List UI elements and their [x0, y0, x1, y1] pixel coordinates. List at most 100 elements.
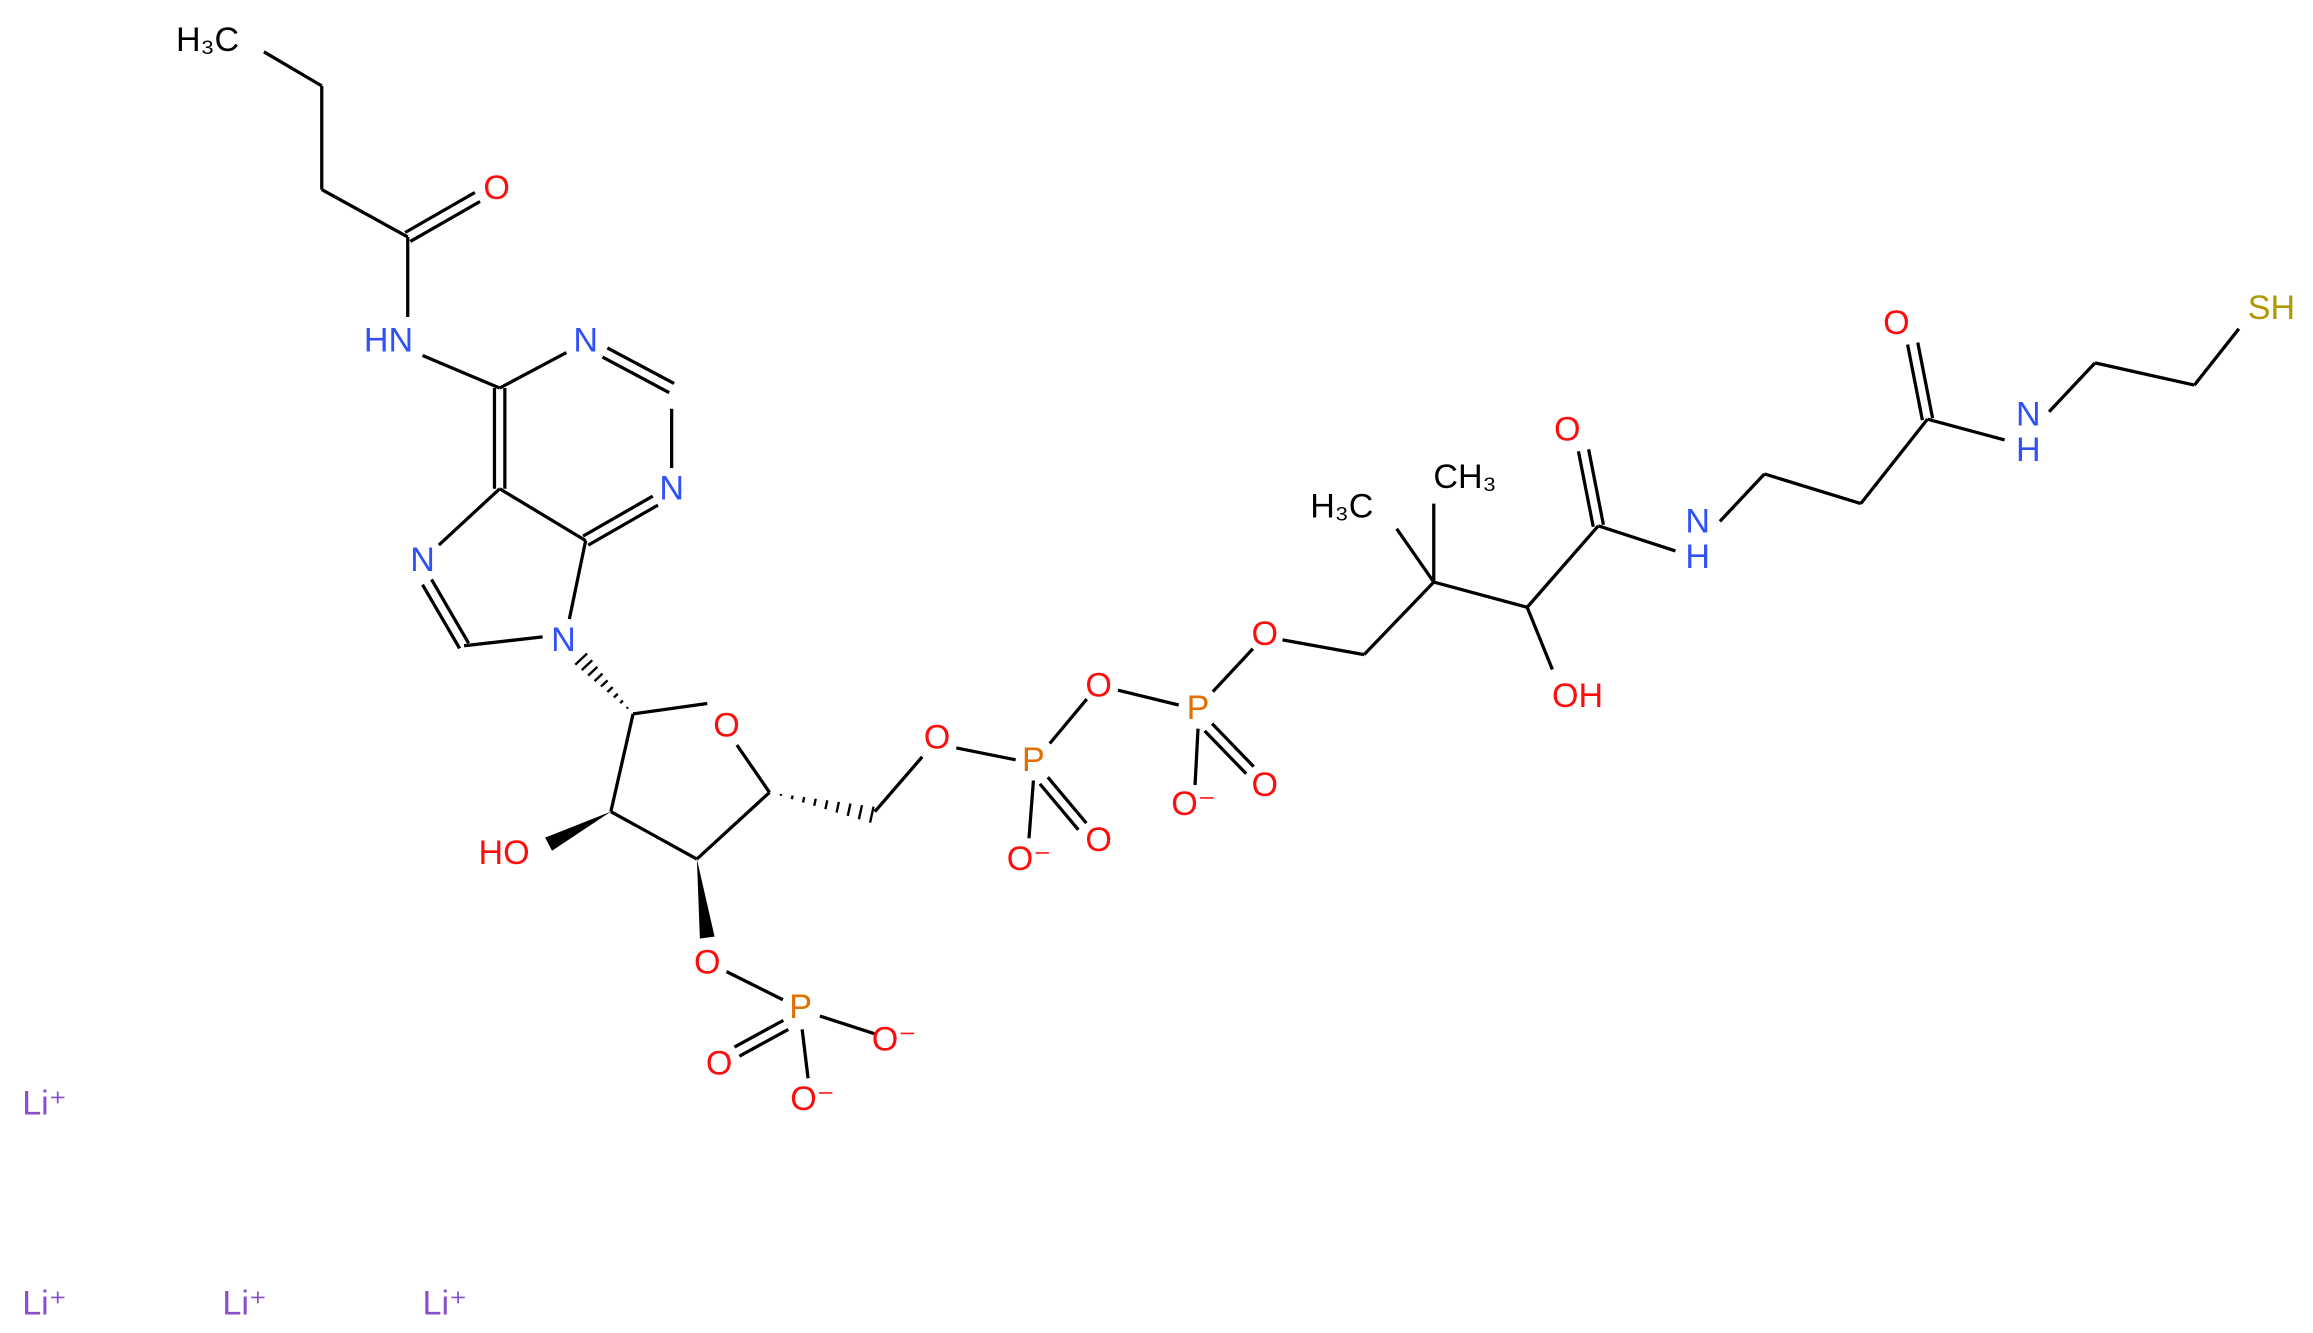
- atom-label-li2: Li⁺: [22, 1284, 67, 1322]
- double-bond: [1046, 776, 1088, 825]
- atom-label-p3-o-minus2: O⁻: [790, 1080, 835, 1118]
- atom-label-o5: O: [924, 719, 951, 757]
- single-bond: [2094, 361, 2195, 387]
- double-bond: [1905, 344, 1925, 421]
- single-bond: [1859, 418, 1929, 505]
- atom-label-o4: O: [713, 707, 740, 745]
- double-bond: [738, 1028, 790, 1058]
- single-bond: [610, 810, 698, 861]
- atom-label-sh: SH: [2248, 289, 2295, 327]
- single-bond: [2193, 327, 2241, 387]
- stereo-wedges: [545, 652, 875, 939]
- hashed-wedge-bond: [600, 679, 609, 688]
- atom-label-pb: P: [1187, 689, 1210, 727]
- single-bond: [1027, 780, 1036, 839]
- double-bond: [1916, 342, 1935, 419]
- hashed-wedge-bond: [801, 796, 806, 803]
- single-bond: [463, 635, 543, 648]
- atom-label-n1: N: [573, 322, 598, 360]
- single-bond: [735, 744, 771, 794]
- double-bond: [601, 355, 670, 395]
- atom-label-o3: O: [694, 944, 721, 982]
- double-bond: [1203, 729, 1248, 775]
- hashed-wedge-bond: [625, 706, 629, 710]
- single-bond: [725, 970, 784, 1002]
- atom-label-li1: Li⁺: [22, 1084, 67, 1122]
- single-bond: [800, 1029, 810, 1079]
- single-bond: [1362, 580, 1435, 656]
- single-bond: [437, 487, 501, 547]
- hashed-wedge-bond: [619, 699, 624, 704]
- hashed-wedge-bond: [587, 666, 599, 677]
- hashed-wedge-bond: [835, 801, 841, 813]
- single-bond: [1525, 606, 1554, 671]
- atom-label-o-bridge: O: [1085, 667, 1112, 705]
- hashed-wedge-bond: [606, 686, 614, 693]
- single-bond: [2047, 361, 2097, 413]
- atom-label-ch3-butyryl: H₃C: [176, 21, 239, 59]
- single-bond: [498, 351, 568, 390]
- double-bond: [1038, 782, 1080, 831]
- single-bond: [1282, 638, 1365, 657]
- double-bond: [404, 191, 476, 234]
- hashed-wedge-bond: [574, 652, 588, 666]
- atom-label-ho2: HO: [479, 834, 530, 872]
- single-bond: [421, 353, 501, 390]
- atom-label-p3-o-double: O: [706, 1044, 733, 1082]
- single-bond: [1927, 417, 2006, 442]
- single-bond: [1597, 524, 1676, 553]
- double-bond: [409, 200, 481, 243]
- single-bond: [1117, 688, 1180, 707]
- single-bond: [1433, 580, 1528, 609]
- atom-label-o-butyryl: O: [483, 169, 510, 207]
- single-bond: [320, 188, 409, 239]
- atom-label-li4: Li⁺: [423, 1284, 468, 1322]
- atom-label-pa-o-minus: O⁻: [1007, 840, 1052, 878]
- hashed-wedge-bond: [813, 798, 817, 807]
- double-bond: [1576, 450, 1595, 528]
- double-bond: [606, 346, 675, 385]
- single-bond: [1211, 647, 1255, 693]
- single-bond: [567, 540, 588, 620]
- atom-label-o-pant: O: [1251, 615, 1278, 653]
- single-bond: [1718, 472, 1766, 523]
- atom-label-n7: N: [410, 541, 435, 579]
- atom-label-nh-amide: HN: [364, 322, 413, 360]
- double-bond: [582, 494, 654, 538]
- single-bond: [632, 701, 708, 716]
- single-bond: [609, 713, 635, 813]
- atom-label-h3c-pant: H₃C: [1310, 488, 1373, 526]
- atom-label-p3: P: [789, 988, 812, 1026]
- bonds: [263, 50, 2241, 1079]
- atom-label-oh-pant: OH: [1552, 677, 1603, 715]
- solid-wedge-bond: [545, 811, 611, 851]
- atom-label-p3-o-minus1: O⁻: [872, 1021, 917, 1059]
- single-bond: [819, 1014, 876, 1036]
- solid-wedge-bond: [696, 859, 715, 939]
- hashed-wedge-bond: [790, 795, 794, 800]
- single-bond: [498, 487, 587, 543]
- hashed-wedge-bond: [846, 803, 852, 817]
- single-bond: [695, 791, 771, 861]
- atom-label-o-amide1: O: [1554, 411, 1581, 449]
- double-bond: [1210, 722, 1255, 768]
- atom-label-pa-o-double: O: [1085, 821, 1112, 859]
- single-bond: [873, 755, 924, 813]
- single-bond: [263, 50, 323, 88]
- hashed-wedge-bond: [824, 800, 829, 810]
- hashed-wedge-bond: [580, 659, 594, 672]
- single-bond: [1048, 698, 1089, 745]
- hashed-wedge-bond: [613, 692, 619, 699]
- double-bond: [733, 1018, 785, 1049]
- double-bond: [421, 583, 462, 650]
- hashed-wedge-bond: [593, 672, 604, 682]
- atom-label-pa: P: [1022, 741, 1045, 779]
- single-bond: [1193, 728, 1200, 786]
- atom-label-ch3-pant: CH₃: [1433, 458, 1496, 496]
- atom-label-o-amide2: O: [1883, 304, 1910, 342]
- single-bond: [1763, 472, 1862, 506]
